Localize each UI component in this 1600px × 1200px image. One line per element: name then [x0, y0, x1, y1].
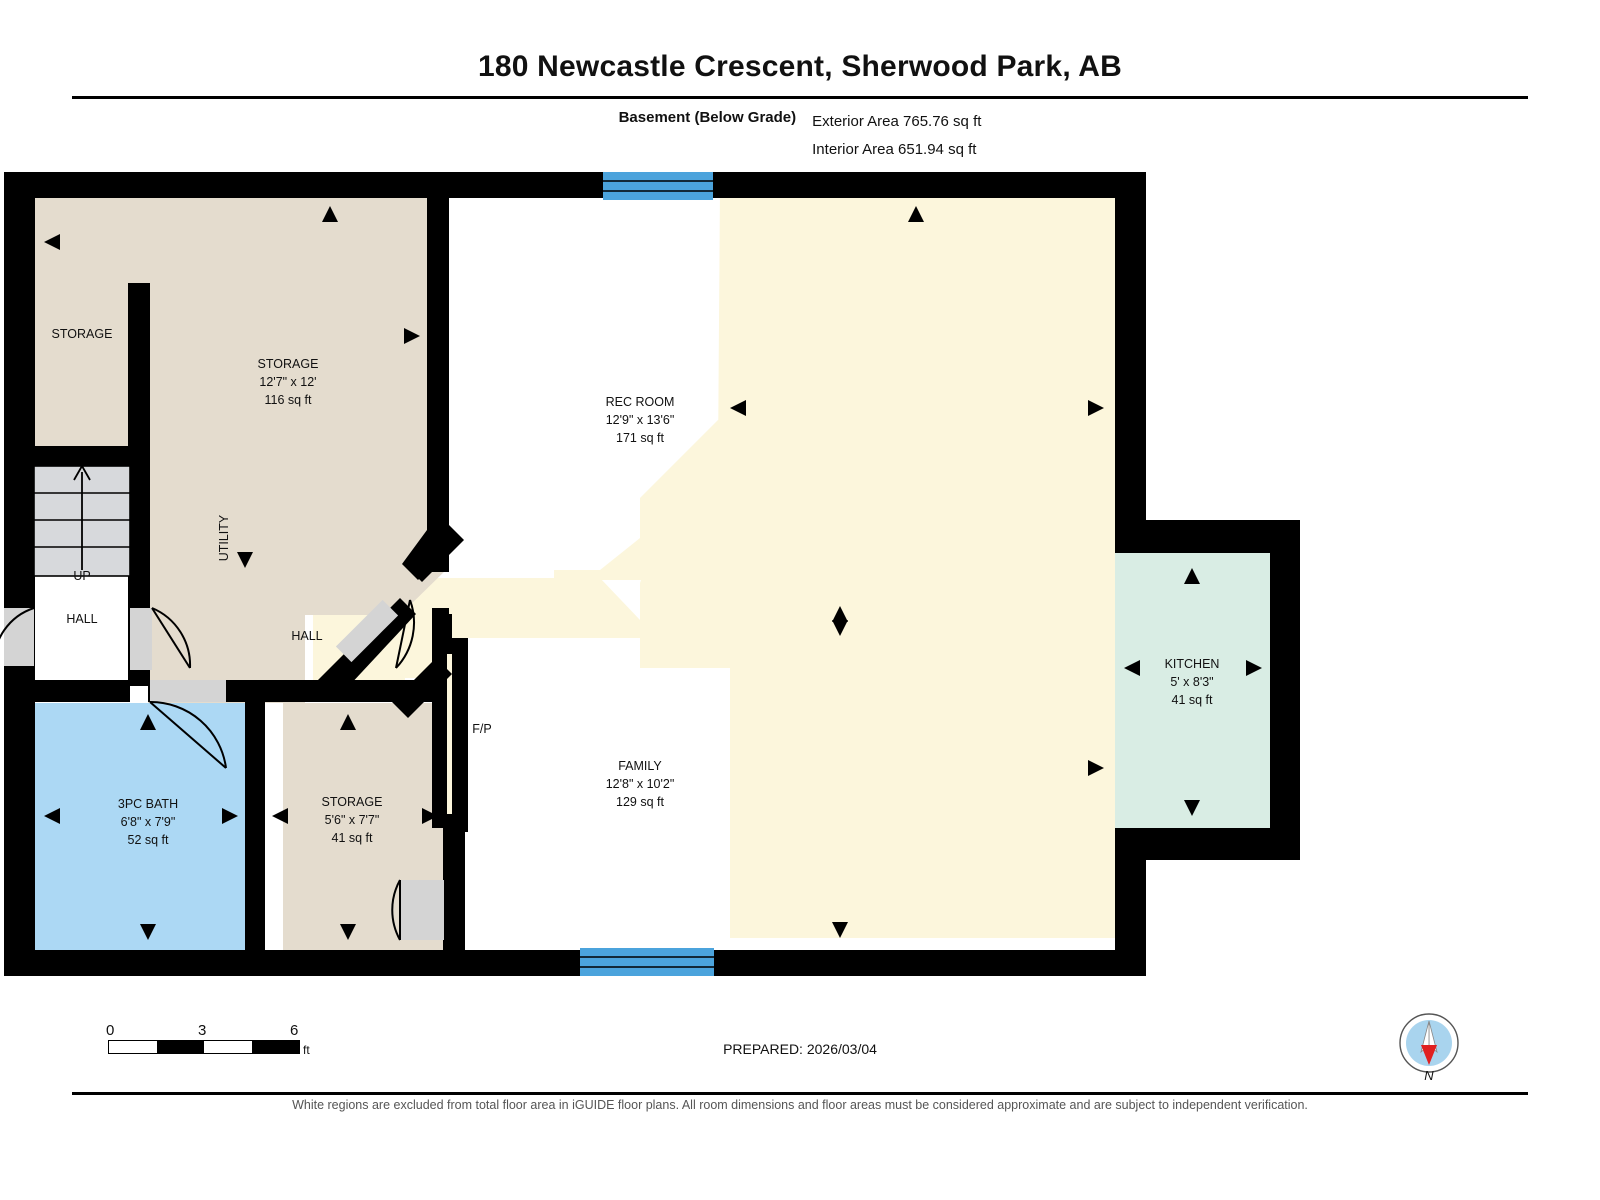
label-bath-area: 52 sq ft	[128, 833, 170, 847]
room-fill-bath	[35, 703, 245, 973]
fireplace-slot	[447, 654, 454, 814]
floor-name: Basement (Below Grade)	[618, 109, 797, 126]
interior-wall-8	[20, 680, 130, 702]
scale-tick-labels: 0 3 6	[100, 1022, 310, 1040]
arrow-down-bath	[140, 924, 156, 940]
door-utility	[335, 599, 415, 669]
arrow-left-storage-low	[272, 808, 288, 824]
label-kitchen-area: 41 sq ft	[1172, 693, 1214, 707]
arrow-down-kitchen	[1184, 800, 1200, 816]
arrow-left-bath	[44, 808, 60, 824]
interior-wall-5	[318, 598, 416, 702]
label-storage-main: STORAGE	[258, 357, 319, 371]
walls-detail	[392, 198, 468, 832]
label-storage-low-area: 41 sq ft	[332, 831, 374, 845]
label-bath: 3PC BATH	[118, 797, 178, 811]
footer-divider	[72, 1092, 1528, 1095]
arrow-up-storage	[322, 206, 338, 222]
label-rec-room: REC ROOM	[606, 395, 675, 409]
interior-wall-1	[128, 283, 150, 453]
scale-tick-6: 6	[290, 1022, 299, 1039]
label-kitchen: KITCHEN	[1165, 657, 1220, 671]
scale-tick-0: 0	[106, 1022, 115, 1039]
arrow-up-kitchen	[1184, 568, 1200, 584]
floor-plan-svg: STORAGE STORAGE 12'7" x 12' 116 sq ft UT…	[0, 172, 1300, 976]
label-storage-low: STORAGE	[322, 795, 383, 809]
room-fill-hall-main	[313, 578, 730, 678]
page-title: 180 Newcastle Crescent, Sherwood Park, A…	[477, 50, 1122, 83]
label-bath-dims: 6'8" x 7'9"	[121, 815, 176, 829]
room-fill-rec	[718, 188, 1115, 938]
partition-storage-angle	[406, 524, 464, 582]
arrow-right-family	[1088, 760, 1104, 776]
exterior-area: Exterior Area 765.76 sq ft	[812, 113, 982, 130]
room-fill-kitchen	[1115, 553, 1270, 828]
door-hall-exterior	[0, 607, 35, 666]
label-storage-main-area: 116 sq ft	[264, 393, 312, 407]
arrow-up-bath	[140, 714, 156, 730]
arrow-up-rec	[908, 206, 924, 222]
compass-north-label: N	[1424, 1068, 1434, 1083]
label-storage-low-dims: 5'6" x 7'7"	[325, 813, 380, 827]
label-hall-main: HALL	[291, 629, 322, 643]
arrow-up-storage-low	[340, 714, 356, 730]
window-bottom	[580, 948, 714, 976]
label-kitchen-dims: 5' x 8'3"	[1170, 675, 1213, 689]
arrow-right-storage	[404, 328, 420, 344]
label-family-dims: 12'8" x 10'2"	[606, 777, 675, 791]
arrow-left-rec	[730, 400, 746, 416]
label-rec-room-dims: 12'9" x 13'6"	[606, 413, 675, 427]
arrow-down-storage-low	[340, 924, 356, 940]
arrow-right-kitchen	[1246, 660, 1262, 676]
arrow-down-storage	[237, 552, 253, 568]
label-storage-main-dims: 12'7" x 12'	[259, 375, 316, 389]
room-fill-storage-main	[148, 198, 448, 703]
disclaimer-text: White regions are excluded from total fl…	[292, 1098, 1308, 1112]
window-top	[603, 172, 713, 200]
partition-center	[420, 198, 468, 832]
stair-up-arrow-icon	[73, 465, 91, 481]
partition-hall-angle	[392, 658, 452, 718]
stairs	[33, 465, 131, 577]
arrow-right-storage-low	[422, 808, 438, 824]
scale-tick-3: 3	[198, 1022, 207, 1039]
arrow-down-rec	[832, 606, 848, 622]
label-rec-room-area: 171 sq ft	[616, 431, 664, 445]
arrow-up-family	[832, 620, 848, 636]
interior-area: Interior Area 651.94 sq ft	[812, 141, 977, 158]
label-family: FAMILY	[618, 759, 662, 773]
room-labels: STORAGE STORAGE 12'7" x 12' 116 sq ft UT…	[52, 327, 1220, 847]
dimension-arrows	[44, 206, 1262, 940]
scale-unit-label: ft	[303, 1043, 310, 1057]
door-storage-lower	[391, 879, 444, 941]
label-stairs-up: UP	[73, 569, 90, 583]
arrow-left-kitchen	[1124, 660, 1140, 676]
door-bath	[149, 680, 227, 769]
room-fills	[35, 188, 1270, 973]
floor-plan-drawing: STORAGE STORAGE 12'7" x 12' 116 sq ft UT…	[0, 168, 1600, 980]
label-hall-upper: HALL	[66, 612, 97, 626]
header-divider	[72, 96, 1528, 99]
label-fireplace: F/P	[472, 722, 491, 736]
label-utility: UTILITY	[217, 514, 231, 561]
label-family-area: 129 sq ft	[616, 795, 664, 809]
compass-rose-icon	[1398, 1012, 1460, 1074]
door-hall-1	[130, 607, 192, 670]
arrow-left-storage-small	[44, 234, 60, 250]
floor-summary: Basement (Below Grade) Exterior Area 765…	[0, 108, 1600, 164]
interior-wall-10	[245, 696, 265, 950]
label-storage-small: STORAGE	[52, 327, 113, 341]
arrow-down-family	[832, 922, 848, 938]
interior-wall-6	[427, 198, 449, 543]
prepared-date: PREPARED: 2026/03/04	[723, 1041, 877, 1057]
windows	[580, 172, 714, 976]
doors	[0, 599, 444, 941]
arrow-right-rec	[1088, 400, 1104, 416]
interior-wall-2	[20, 446, 150, 466]
scale-bar	[108, 1040, 300, 1054]
arrow-right-bath	[222, 808, 238, 824]
